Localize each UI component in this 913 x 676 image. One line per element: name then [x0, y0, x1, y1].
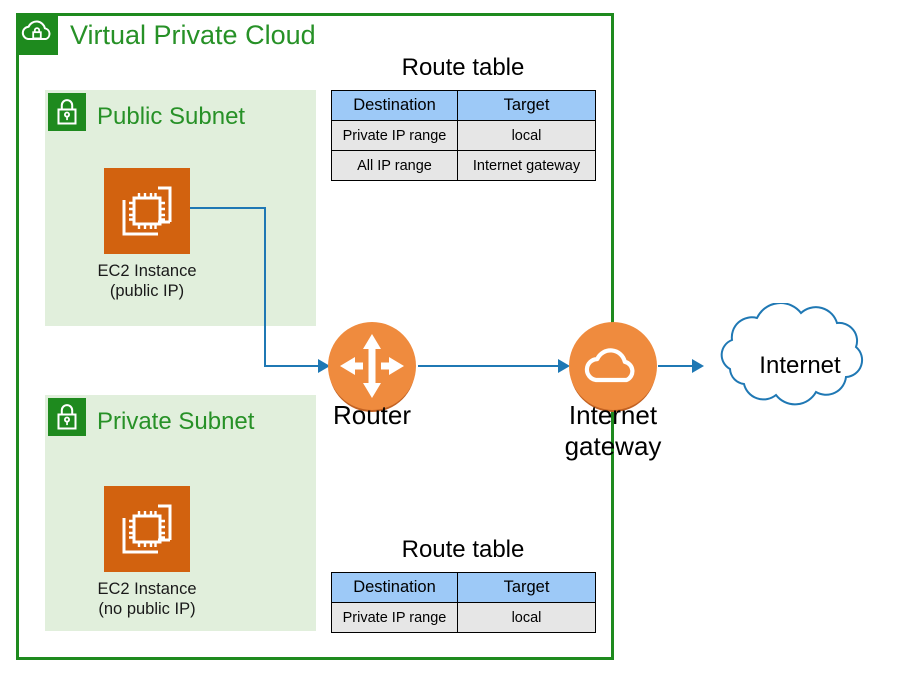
internet-gateway-label-line1: Internet [568, 400, 658, 430]
table-header-row: Destination Target [331, 90, 596, 121]
ec2-private-caption: EC2 Instance (no public IP) [52, 579, 242, 619]
router-arrows-icon [328, 322, 416, 410]
arrowhead-to-internet [692, 359, 704, 373]
cloud-icon [569, 322, 657, 410]
cell-target: local [457, 602, 596, 633]
ec2-public-caption: EC2 Instance (public IP) [52, 261, 242, 301]
ec2-instance-icon [104, 486, 190, 572]
cell-target: Internet gateway [457, 150, 596, 181]
ec2-private-caption-line1: EC2 Instance [97, 580, 197, 598]
table-header-row: Destination Target [331, 572, 596, 603]
lock-icon [48, 398, 86, 436]
public-subnet-title: Public Subnet [97, 103, 246, 130]
column-header-target: Target [457, 90, 596, 121]
column-header-destination: Destination [331, 90, 458, 121]
table-row: Private IP range local [331, 602, 596, 633]
connector-ec2-to-router-horizontal [264, 365, 320, 367]
private-subnet-title: Private Subnet [97, 408, 255, 435]
ec2-private-caption-line2: (no public IP) [98, 600, 196, 618]
cell-destination: Private IP range [331, 120, 458, 151]
lock-icon [48, 93, 86, 131]
internet-gateway-label-line2: gateway [564, 431, 662, 461]
table-row: All IP range Internet gateway [331, 150, 596, 181]
ec2-public-caption-line1: EC2 Instance [97, 262, 197, 280]
cloud-outline-icon [700, 303, 900, 431]
ec2-public-caption-line2: (public IP) [109, 282, 185, 300]
connector-router-to-internet-gateway [418, 365, 560, 367]
internet-gateway-label: Internet gateway [523, 400, 703, 462]
connector-internet-gateway-to-internet [658, 365, 696, 367]
public-route-table-title: Route table [401, 54, 525, 81]
cell-target: local [457, 120, 596, 151]
column-header-destination: Destination [331, 572, 458, 603]
vpc-title: Virtual Private Cloud [70, 20, 316, 50]
column-header-target: Target [457, 572, 596, 603]
ec2-instance-icon [104, 168, 190, 254]
cell-destination: Private IP range [331, 602, 458, 633]
cell-destination: All IP range [331, 150, 458, 181]
cloud-lock-icon [16, 13, 58, 55]
router-label: Router [332, 400, 412, 430]
table-row: Private IP range local [331, 120, 596, 151]
private-route-table: Destination Target Private IP range loca… [331, 572, 596, 633]
private-route-table-title: Route table [401, 536, 525, 563]
public-route-table: Destination Target Private IP range loca… [331, 90, 596, 181]
internet-label: Internet [759, 352, 841, 379]
connector-ec2-to-router [190, 207, 266, 209]
arrowhead-to-internet-gateway [558, 359, 570, 373]
connector-ec2-to-router-vertical [264, 207, 266, 366]
arrowhead-to-router [318, 359, 330, 373]
